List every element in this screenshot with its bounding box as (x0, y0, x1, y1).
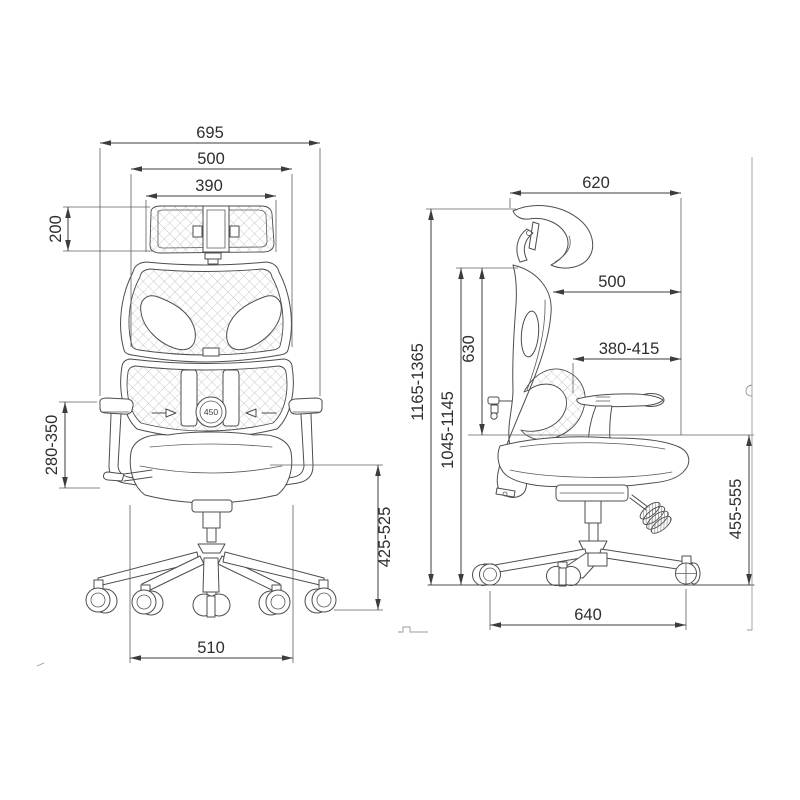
lumbar-side (487, 368, 586, 441)
dim-label-backrest-depth: 500 (598, 273, 626, 291)
dim-label-seat-height: 425-525 (376, 507, 394, 568)
headrest-front (149, 205, 275, 265)
dim-label-backrest-width: 500 (197, 150, 225, 168)
dim-back-height: 1045-1145 (439, 268, 464, 585)
side-view: 620 500 380-415 630 1045-1145 1165-1365 … (409, 174, 755, 630)
dim-label-overall-width: 695 (196, 124, 224, 142)
dim-label-armrest-height: 280-350 (43, 415, 61, 476)
base-front (97, 551, 325, 593)
tension-knob (639, 501, 672, 534)
dim-overall-width: 695 (99, 124, 321, 396)
lumbar-knob-label: 450 (204, 407, 218, 417)
dim-backrest-depth: 500 (553, 273, 681, 295)
headrest-strap (202, 205, 230, 253)
backrest-frame-hole (520, 310, 540, 358)
caster-icon (675, 555, 701, 585)
caster-icon (546, 561, 581, 587)
dim-base-depth: 640 (489, 589, 687, 630)
front-view: 450 (43, 124, 394, 663)
caster-icon (304, 579, 337, 614)
caster-icon (258, 584, 291, 616)
dim-label-back-height: 1045-1145 (439, 391, 457, 469)
gas-cylinder-side (578, 500, 608, 554)
dim-label-armrest-floor-height: 455-555 (727, 479, 745, 540)
backrest-cutout-right (226, 295, 282, 351)
dim-backrest-width: 500 (130, 150, 293, 347)
dim-headrest-height: 200 (47, 206, 152, 252)
image-border-artifacts (36, 157, 753, 667)
dim-armrest-height: 280-350 (43, 401, 100, 489)
dim-seat-height: 425-525 (270, 464, 394, 611)
dim-seat-depth: 380-415 (572, 340, 681, 393)
armrest-left-front (99, 397, 151, 488)
headrest-side (512, 205, 594, 269)
dim-headrest-width: 390 (145, 177, 277, 252)
seat-front (129, 431, 293, 504)
dim-overall-height: 1165-1365 (409, 208, 516, 585)
dim-headrest-depth: 620 (509, 174, 682, 435)
height-lever-front (103, 469, 153, 482)
dim-base-width: 510 (129, 505, 294, 663)
caster-icon (472, 563, 501, 586)
dim-label-headrest-height: 200 (47, 215, 65, 243)
casters-front (85, 579, 337, 618)
dim-label-seat-depth: 380-415 (599, 340, 660, 358)
base-side (486, 548, 694, 579)
caster-icon (85, 579, 118, 614)
armrest-right-front (271, 397, 323, 488)
dim-backrest-height: 630 (456, 267, 754, 436)
caster-icon (192, 591, 231, 618)
caster-icon (131, 584, 164, 616)
dim-label-overall-height: 1165-1365 (409, 343, 427, 421)
dim-label-base-width: 510 (197, 639, 225, 657)
backrest-cutout-left (140, 295, 196, 351)
dim-label-headrest-width: 390 (195, 177, 223, 195)
dim-label-headrest-depth: 620 (582, 174, 610, 192)
backrest-side (496, 264, 552, 498)
dim-label-base-depth: 640 (574, 606, 602, 624)
backrest-front (120, 261, 292, 363)
lumbar-front: 450 (120, 358, 294, 439)
dim-armrest-floor-height: 455-555 (727, 435, 752, 585)
tilt-mechanism-side (495, 484, 672, 534)
gas-cylinder-front (191, 499, 233, 554)
dim-label-backrest-height: 630 (460, 335, 478, 363)
seat-side (497, 436, 690, 488)
